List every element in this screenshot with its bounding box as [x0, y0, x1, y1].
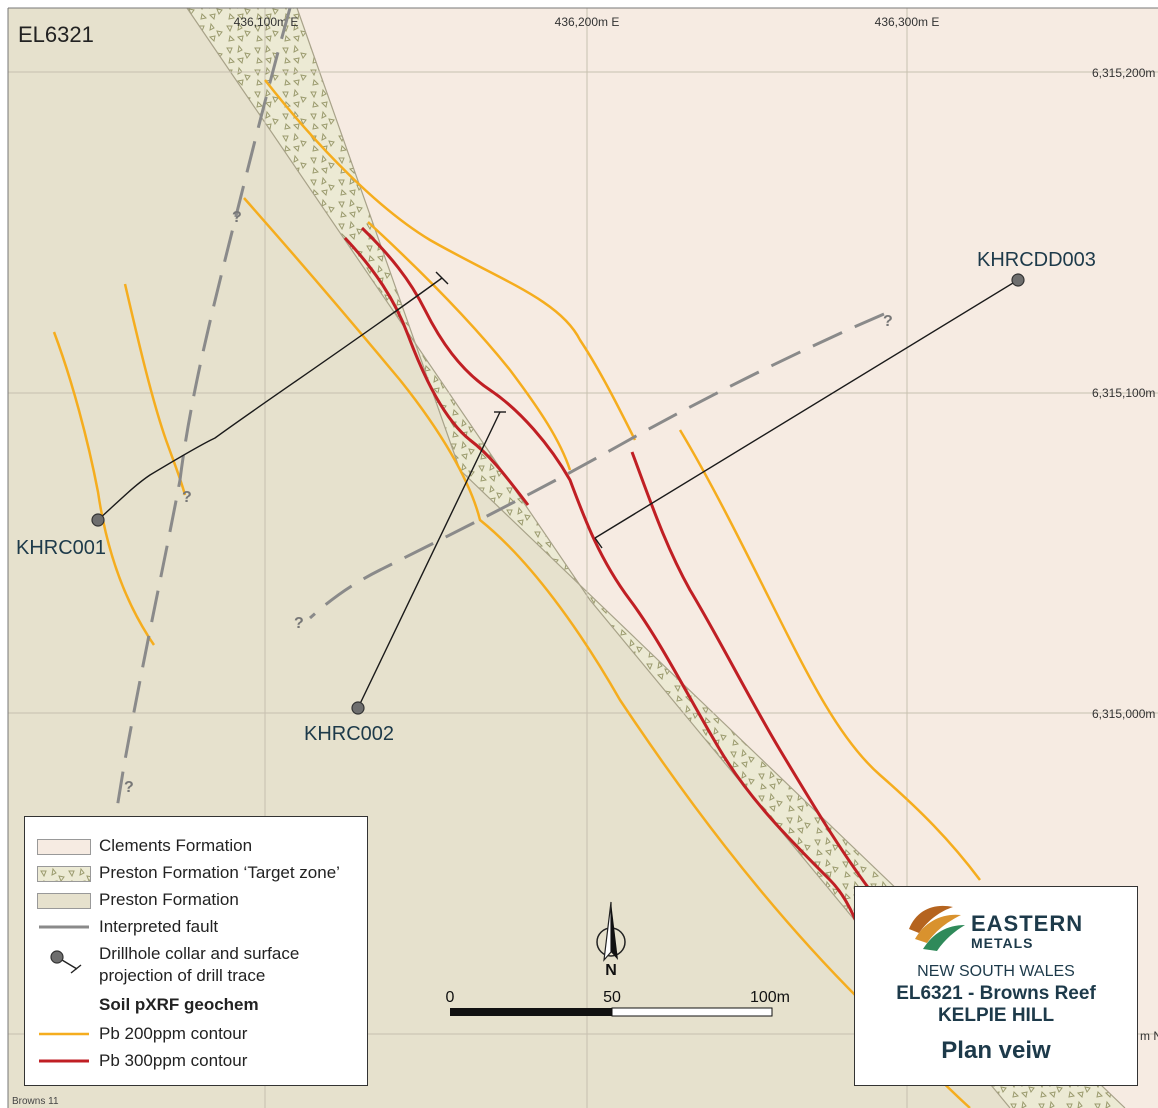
- map-legend: Clements Formation Preston Formation ‘Ta…: [24, 816, 368, 1086]
- northing-label: 6,315,000m N: [1092, 707, 1158, 721]
- northing-label: m N: [1140, 1029, 1158, 1043]
- legend-label: Interpreted fault: [99, 917, 219, 936]
- company-name: EASTERN: [971, 911, 1084, 936]
- drillhole-label[interactable]: KHRCDD003: [977, 249, 1096, 271]
- title-box: EASTERN METALS NEW SOUTH WALES EL6321 - …: [854, 886, 1138, 1086]
- prospect-title: KELPIE HILL: [937, 1005, 1055, 1026]
- tenement-label: EL6321: [18, 22, 94, 47]
- fault-query-icon: ?: [294, 615, 304, 632]
- fault-swatch-icon: [39, 925, 89, 929]
- pb300-swatch-icon: [39, 1059, 89, 1063]
- north-arrow-right-icon: [611, 902, 618, 960]
- drillhole-label[interactable]: KHRC002: [304, 723, 394, 745]
- legend-item-target-zone: Preston Formation ‘Target zone’: [25, 862, 365, 884]
- legend-item-pb300: Pb 300ppm contour: [25, 1050, 365, 1072]
- scale-tick-label: 100m: [750, 989, 790, 1006]
- interpreted-faults: [108, 7, 885, 851]
- company-name-sub: METALS: [971, 935, 1034, 951]
- legend-heading: Soil pXRF geochem: [99, 995, 259, 1014]
- north-label: N: [605, 962, 617, 979]
- drillhole-label[interactable]: KHRC001: [16, 537, 106, 559]
- drillhole-swatch-icon: [50, 950, 82, 974]
- scale-tick-label: 0: [446, 989, 455, 1006]
- easting-label: 436,300m E: [875, 15, 940, 29]
- fault-query-icon: ?: [182, 489, 192, 506]
- fault-query-icon: ?: [232, 209, 242, 226]
- legend-item-pb200: Pb 200ppm contour: [25, 1023, 365, 1045]
- drill-traces: [97, 271, 1019, 709]
- pb300-contours: [343, 226, 872, 961]
- project-title: EL6321 - Browns Reef: [896, 983, 1096, 1004]
- legend-label: Preston Formation ‘Target zone’: [99, 863, 340, 882]
- legend-item-fault: Interpreted fault: [25, 916, 365, 938]
- company-logo-icon: [909, 905, 965, 951]
- grid-labels: 436,100m E 436,200m E 436,300m E 6,315,2…: [234, 15, 1158, 721]
- legend-item-drillhole: Drillhole collar and surface: [25, 943, 365, 974]
- target-zone-swatch: [37, 866, 91, 882]
- fault-query-icon: ?: [124, 779, 134, 796]
- fault-query-marks: ? ? ? ? ?: [124, 209, 893, 796]
- fault-query-icon: ?: [883, 313, 893, 330]
- easting-label: 436,200m E: [555, 15, 620, 29]
- legend-label: Pb 200ppm contour: [99, 1024, 248, 1043]
- legend-label: Drillhole collar and surface: [99, 944, 300, 963]
- legend-label: projection of drill trace: [99, 966, 266, 985]
- northing-label: 6,315,200m N: [1092, 66, 1158, 80]
- legend-label: Clements Formation: [99, 836, 253, 855]
- drillhole-collar-icon[interactable]: [351, 701, 365, 715]
- legend-label: Preston Formation: [99, 890, 239, 909]
- legend-item-drillhole-2: projection of drill trace: [25, 965, 365, 987]
- preston-target-zone: [187, 8, 1125, 1108]
- region-label: NEW SOUTH WALES: [917, 963, 1075, 980]
- legend-item-preston: Preston Formation: [25, 889, 365, 911]
- view-title: Plan veiw: [941, 1037, 1051, 1064]
- legend-item-clements: Clements Formation: [25, 835, 365, 857]
- drillhole-labels: KHRC001 KHRC002 KHRCDD003: [16, 249, 1096, 745]
- scale-bar-light: [611, 1007, 773, 1017]
- north-arrow: N: [596, 901, 626, 979]
- pb200-swatch-icon: [39, 1032, 89, 1036]
- drillhole-collar-icon[interactable]: [1011, 273, 1025, 287]
- legend-label: Pb 300ppm contour: [99, 1051, 248, 1070]
- northing-label: 6,315,100m N: [1092, 386, 1158, 400]
- preston-swatch: [37, 893, 91, 909]
- scale-tick-label: 50: [603, 989, 621, 1006]
- clements-swatch: [37, 839, 91, 855]
- drillhole-collars: [91, 273, 1025, 715]
- drillhole-collar-icon[interactable]: [91, 513, 105, 527]
- scale-bar: 0 50 100m: [446, 989, 790, 1017]
- easting-label: 436,100m E: [234, 15, 299, 29]
- scale-bar-dark: [450, 1008, 612, 1016]
- footer-note: Browns 11: [12, 1096, 59, 1107]
